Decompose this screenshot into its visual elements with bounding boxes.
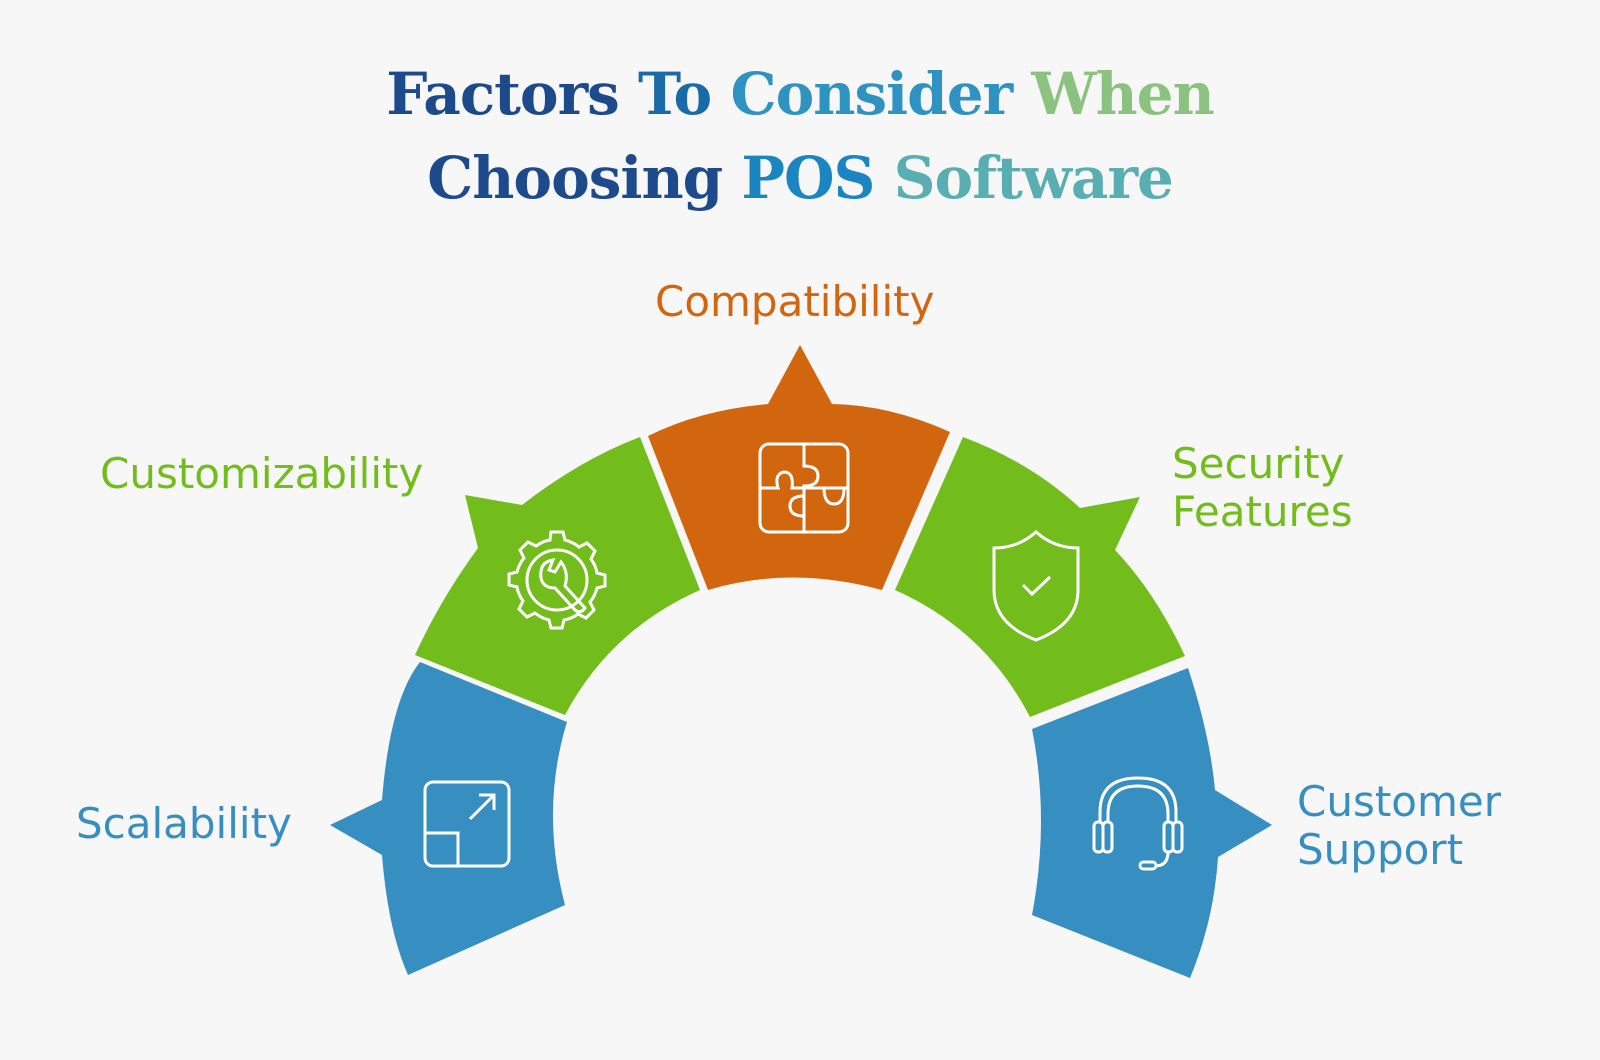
label-scalability: Scalability <box>76 799 292 848</box>
segment-security <box>895 437 1185 717</box>
label-security: Security Features <box>1172 440 1353 536</box>
headset-icon <box>1092 776 1184 871</box>
segment-scalability <box>330 662 567 975</box>
segment-compatibility <box>648 345 950 590</box>
resize-arrow-icon <box>423 780 511 868</box>
shield-check-icon <box>992 529 1080 642</box>
title-word: Factors <box>386 60 620 128</box>
puzzle-icon <box>758 442 850 534</box>
label-security-line-1: Security <box>1172 439 1345 488</box>
title-word: POS <box>741 144 875 212</box>
label-security-line-2: Features <box>1172 487 1353 536</box>
title-word: To <box>638 60 712 128</box>
label-customizability: Customizability <box>100 449 424 498</box>
title-word: When <box>1031 60 1214 128</box>
segment-customizability <box>415 437 700 715</box>
title-line-2: Choosing POS Software <box>0 136 1600 220</box>
segment-support <box>1032 668 1272 978</box>
title-word: Consider <box>730 60 1013 128</box>
title-word: Choosing <box>427 144 723 212</box>
title-line-1: Factors To Consider When <box>0 52 1600 136</box>
title-word: Software <box>893 144 1174 212</box>
label-support-line-2: Support <box>1297 825 1464 874</box>
gear-wrench-icon <box>507 530 607 630</box>
label-compatibility: Compatibility <box>655 277 935 326</box>
label-support-line-1: Customer <box>1297 777 1502 826</box>
label-support: Customer Support <box>1297 778 1501 874</box>
